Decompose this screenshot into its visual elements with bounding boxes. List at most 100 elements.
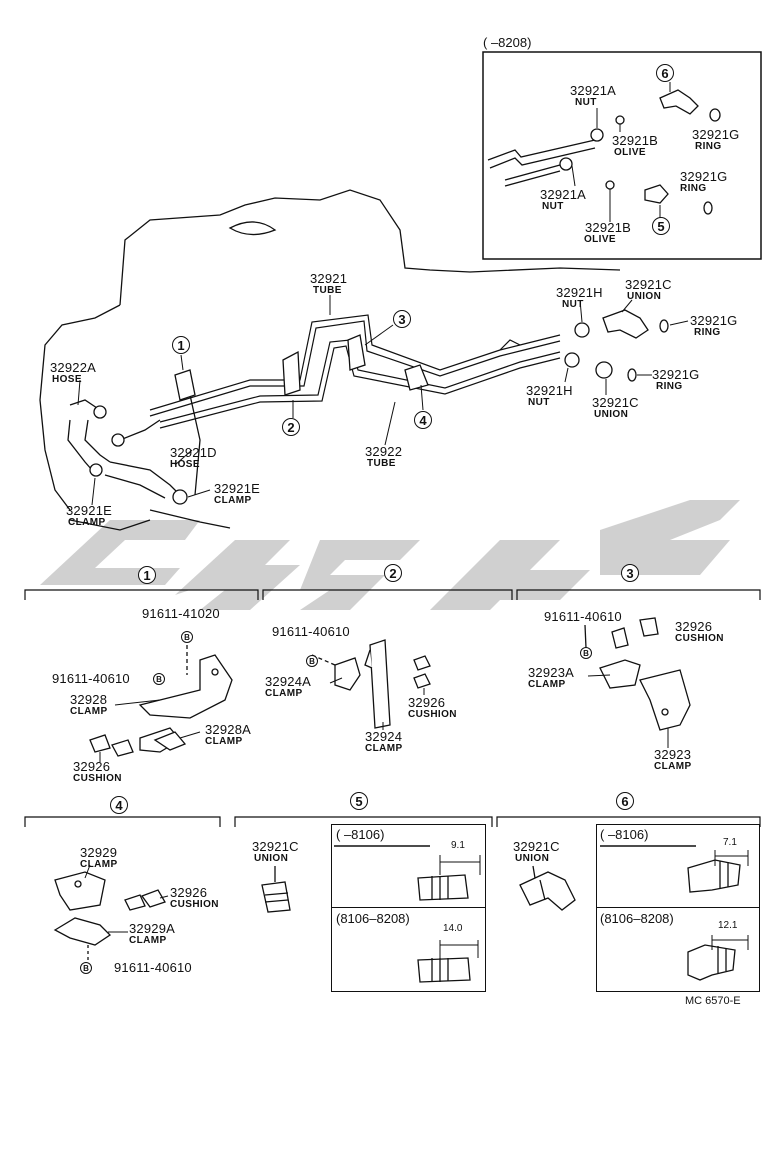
- inset-ring2-pn: 32921G: [680, 169, 728, 184]
- d6-dim2: 12.1: [718, 920, 738, 931]
- main-hose2-nm: HOSE: [170, 459, 200, 470]
- d4-bolt-b: B: [80, 962, 92, 974]
- d1-clamp-pn: 32928: [70, 692, 108, 707]
- detail4-title: 4: [110, 796, 128, 814]
- d2-clampa-pn: 32924A: [265, 674, 312, 689]
- d6-range1: ( –8106): [600, 827, 649, 842]
- inset-olive2-nm: OLIVE: [584, 234, 617, 245]
- main-tubes: [149, 314, 561, 429]
- d5-dim1: 9.1: [451, 840, 465, 851]
- inset-ring1-nm: RING: [695, 141, 722, 152]
- d5-variant-divider: [331, 907, 486, 908]
- detail1-title: 1: [138, 566, 156, 584]
- main-tube1-nm: TUBE: [313, 285, 342, 296]
- inset-olive2-pn: 32921B: [585, 220, 632, 235]
- detail6-dimensions: [600, 845, 749, 950]
- inset-olive1-nm: OLIVE: [614, 147, 647, 158]
- d2-bolt-pn: 91611-40610: [272, 624, 350, 639]
- inset-nut1-nm: NUT: [575, 97, 597, 108]
- d3-clampa-nm: CLAMP: [528, 679, 566, 690]
- d1-bolt2-pn: 91611-40610: [52, 671, 130, 686]
- main-clamp2-pn: 32921E: [214, 481, 261, 496]
- d5-dim2: 14.0: [443, 923, 463, 934]
- d6-union-nm: UNION: [515, 853, 550, 864]
- inset-nut1-pn: 32921A: [570, 83, 617, 98]
- d5-range2: (8106–8208): [336, 911, 410, 926]
- d6-dim1: 7.1: [723, 837, 737, 848]
- detail3-title: 3: [621, 564, 639, 582]
- main-clamp2-nm: CLAMP: [214, 495, 252, 506]
- main-union2-nm: UNION: [594, 409, 629, 420]
- main-hose-pn: 32922A: [50, 360, 97, 375]
- d3-bolt-pn: 91611-40610: [544, 609, 622, 624]
- main-clamp1-nm: CLAMP: [68, 517, 106, 528]
- detail6-title: 6: [616, 792, 634, 810]
- d4-bolt-pn: 91611-40610: [114, 960, 192, 975]
- d1-bolt1-pn: 91611-41020: [142, 606, 220, 621]
- main-hose-nm: HOSE: [52, 374, 82, 385]
- d3-clampa-pn: 32923A: [528, 665, 575, 680]
- d3-clamp-pn: 32923: [654, 747, 692, 762]
- d4-clampa-pn: 32929A: [129, 921, 176, 936]
- main-nut2-pn: 32921H: [526, 383, 573, 398]
- main-tube1-pn: 32921: [310, 271, 348, 286]
- main-nut2-nm: NUT: [528, 397, 550, 408]
- detail2-parts: [311, 639, 431, 729]
- detail1-leaders: [99, 699, 201, 762]
- main-nut1-nm: NUT: [562, 299, 584, 310]
- d2-clamp-nm: CLAMP: [365, 743, 403, 754]
- detail2-title: 2: [384, 564, 402, 582]
- main-union1-pn: 32921C: [625, 277, 672, 292]
- inset-olive1-pn: 32921B: [612, 133, 659, 148]
- inset-callout-6: 6: [656, 64, 674, 82]
- d5-union-nm: UNION: [254, 853, 289, 864]
- main-callout-1: 1: [172, 336, 190, 354]
- main-tube2-nm: TUBE: [367, 458, 396, 469]
- detail3-leaders: [587, 674, 669, 748]
- d4-clamp-pn: 32929: [80, 845, 118, 860]
- d4-cush-nm: CUSHION: [170, 899, 219, 910]
- d6-union-pn: 32921C: [513, 839, 560, 854]
- main-ring2-nm: RING: [656, 381, 683, 392]
- detail4-leaders: [84, 864, 169, 933]
- d2-cush-pn: 32926: [408, 695, 446, 710]
- main-callout-4: 4: [414, 411, 432, 429]
- d1-clampa-nm: CLAMP: [205, 736, 243, 747]
- d1-cush-nm: CUSHION: [73, 773, 122, 784]
- diagram-code: MC 6570-E: [685, 995, 741, 1007]
- d6-range2: (8106–8208): [600, 911, 674, 926]
- d3-bolt-b: B: [580, 647, 592, 659]
- d5-union-pn: 32921C: [252, 839, 299, 854]
- inset-nut2-pn: 32921A: [540, 187, 587, 202]
- d5-range1: ( –8106): [336, 827, 385, 842]
- inset-box: [482, 51, 762, 260]
- detail5-parts: [261, 866, 471, 983]
- main-tube2-pn: 32922: [365, 444, 403, 459]
- inset-leaders: [571, 82, 671, 222]
- inset-parts: [559, 89, 721, 215]
- inset-ring2-nm: RING: [680, 183, 707, 194]
- d4-clampa-nm: CLAMP: [129, 935, 167, 946]
- detail1-parts: [89, 645, 233, 757]
- detail5-dimensions: [334, 845, 481, 958]
- d1-cush-pn: 32926: [73, 759, 111, 774]
- d2-bolt-b: B: [306, 655, 318, 667]
- main-callout-3: 3: [393, 310, 411, 328]
- d2-clamp-pn: 32924: [365, 729, 403, 744]
- d1-clampa-pn: 32928A: [205, 722, 252, 737]
- d1-bolt1-b: B: [181, 631, 193, 643]
- watermark-logo: [40, 500, 740, 610]
- d4-clamp-nm: CLAMP: [80, 859, 118, 870]
- d1-clamp-nm: CLAMP: [70, 706, 108, 717]
- inset-callout-5: 5: [652, 217, 670, 235]
- transmission-outline: [39, 189, 621, 531]
- inset-nut2-nm: NUT: [542, 201, 564, 212]
- detail4-parts: [53, 871, 166, 962]
- inset-range-label: ( –8208): [483, 35, 532, 50]
- main-hoses: [67, 394, 201, 499]
- main-hose2-pn: 32921D: [170, 445, 217, 460]
- d3-clamp-nm: CLAMP: [654, 761, 692, 772]
- main-ring1-nm: RING: [694, 327, 721, 338]
- main-nut1-pn: 32921H: [556, 285, 603, 300]
